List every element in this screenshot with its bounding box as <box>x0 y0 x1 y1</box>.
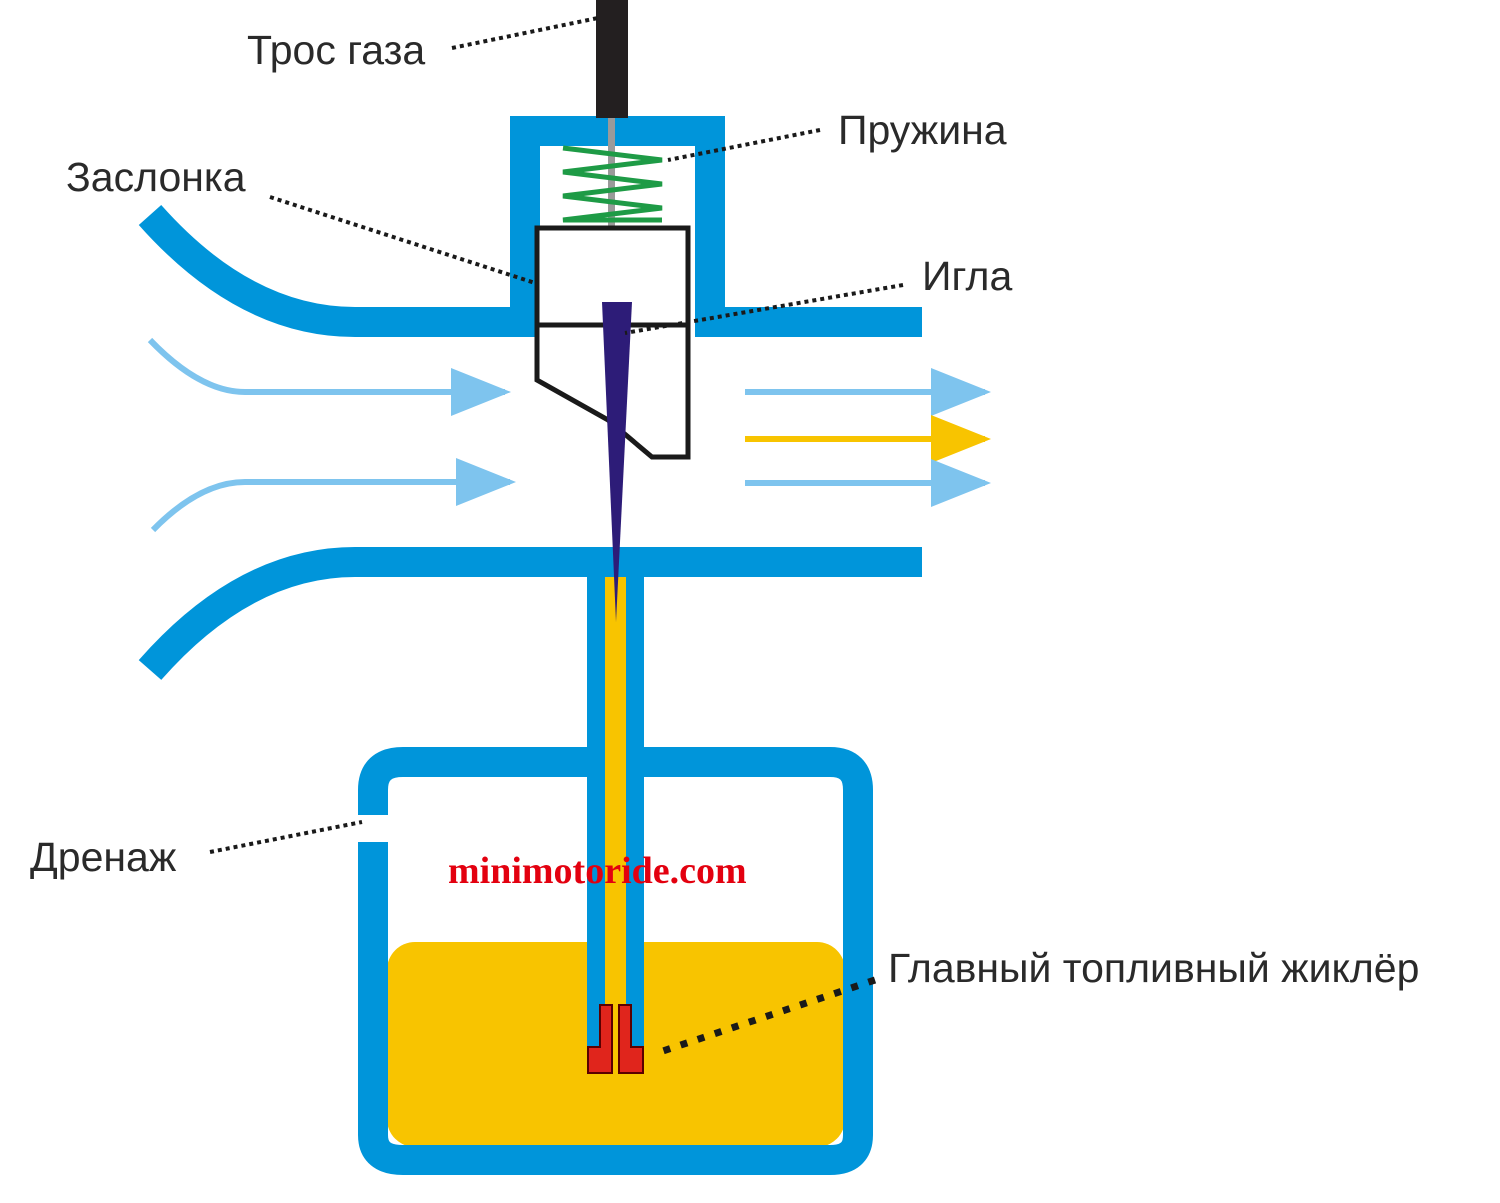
label-needle: Игла <box>922 253 1013 299</box>
leader-drain <box>209 820 363 854</box>
main-jet-right <box>618 1004 644 1074</box>
label-spring: Пружина <box>838 107 1007 153</box>
fuel-tube-fuel <box>605 547 626 1047</box>
label-throttle-cable: Трос газа <box>247 27 426 73</box>
float-bowl <box>358 747 873 1175</box>
watermark: minimotoride.com <box>448 850 747 892</box>
cable-rod <box>608 118 615 228</box>
slide-chamber <box>510 116 725 322</box>
leader-spring <box>667 128 821 162</box>
fuel-tube-wall-left <box>587 560 605 1047</box>
throttle-cable <box>596 0 628 118</box>
leader-slide <box>269 195 536 285</box>
leader-main-jet <box>658 976 877 1056</box>
label-slide: Заслонка <box>66 154 246 200</box>
air-flow-upper <box>147 337 511 416</box>
leader-needle <box>624 283 904 335</box>
needle <box>602 302 632 622</box>
label-drain: Дренаж <box>30 834 177 880</box>
label-main-jet: Главный топливный жиклёр <box>888 945 1420 991</box>
air-flow-lower <box>150 458 516 533</box>
intake-lower-wall <box>138 547 922 680</box>
intake-upper-wall <box>138 205 922 337</box>
leader-throttle-cable <box>451 16 599 50</box>
main-jet-left <box>587 1004 613 1074</box>
fuel-tube-wall-right <box>626 560 644 1047</box>
spring <box>562 145 663 223</box>
